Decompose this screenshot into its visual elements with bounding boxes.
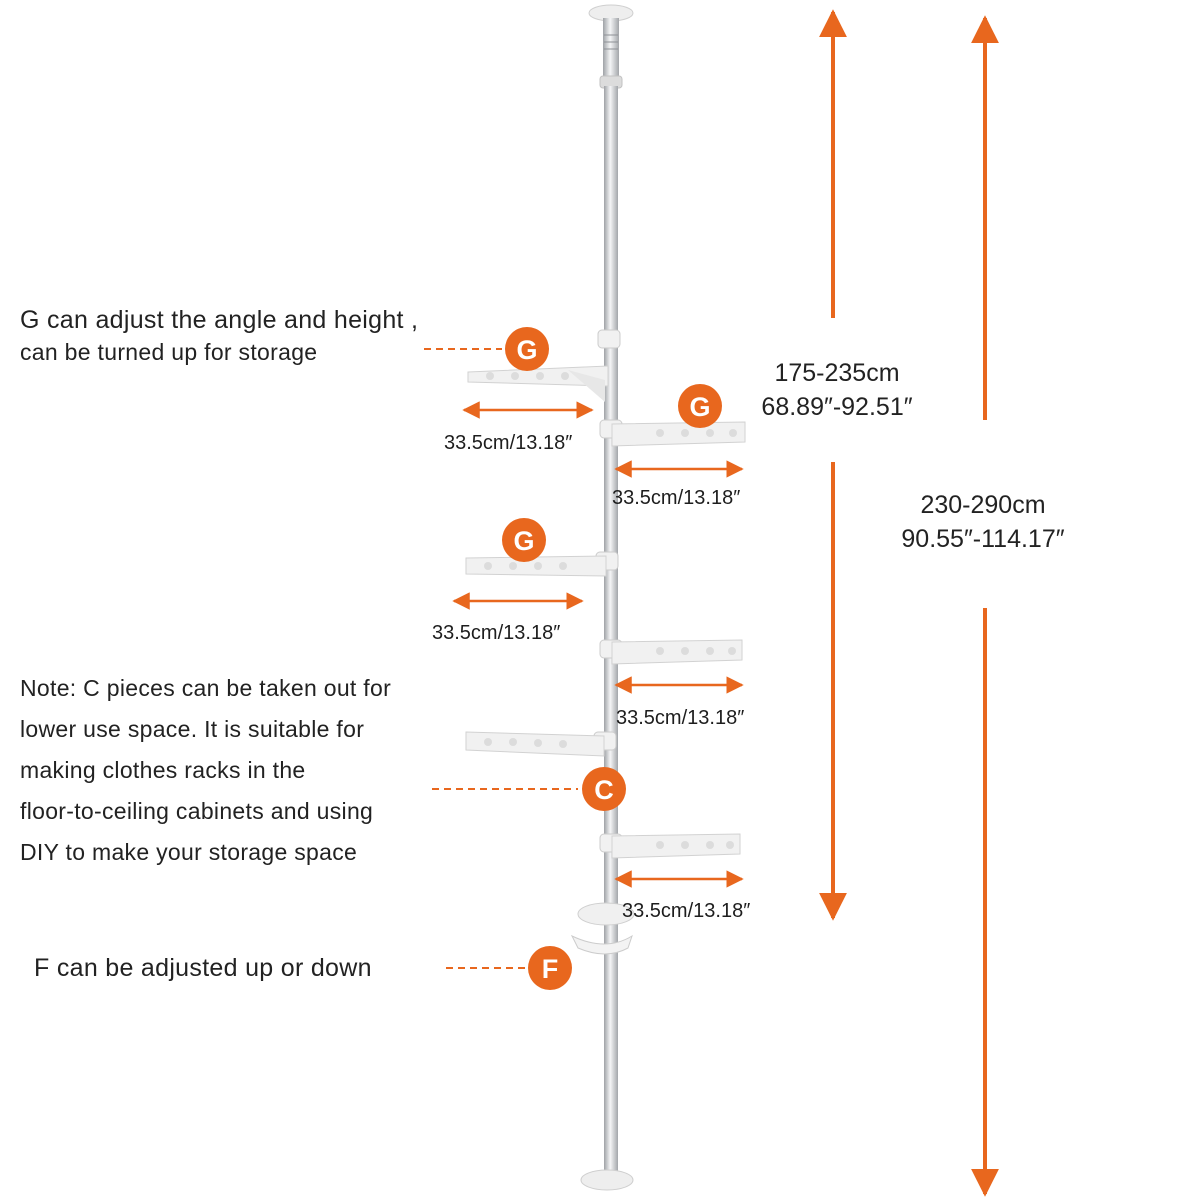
badge-g-1-label: G xyxy=(516,335,537,365)
c-note-line-4: floor-to-ceiling cabinets and using xyxy=(20,798,374,824)
arm-width-1: 33.5cm/13.18″ xyxy=(444,432,573,454)
inner-height-cm: 175-235cm xyxy=(774,359,900,387)
badge-f-label: F xyxy=(542,954,559,984)
arm-width-3: 33.5cm/13.18″ xyxy=(432,622,561,644)
outer-height-cm: 230-290cm xyxy=(920,491,1046,519)
hanger-arm-2 xyxy=(599,419,746,447)
c-note: Note: C pieces can be taken out for lowe… xyxy=(20,668,391,873)
outer-height-label: 230-290cm 90.55″-114.17″ xyxy=(868,488,1098,556)
badge-g-2 xyxy=(678,384,722,428)
outer-height-in: 90.55″-114.17″ xyxy=(901,525,1065,553)
g-note-line-2: can be turned up for storage xyxy=(20,339,318,365)
f-note: F can be adjusted up or down xyxy=(34,954,372,982)
c-note-line-1: Note: C pieces can be taken out for xyxy=(20,675,392,701)
pole-top-section xyxy=(603,18,619,78)
c-note-line-5: DIY to make your storage space xyxy=(20,839,358,865)
badge-c xyxy=(582,767,626,811)
c-note-line-2: lower use space. It is suitable for xyxy=(20,716,365,742)
inner-height-label: 175-235cm 68.89″-92.51″ xyxy=(742,356,932,424)
hanger-arm-1 xyxy=(467,329,621,402)
pole xyxy=(604,86,618,1176)
hanger-arm-5 xyxy=(465,731,617,757)
hanger-arm-3 xyxy=(465,551,619,577)
arm-width-4: 33.5cm/13.18″ xyxy=(616,707,745,729)
c-note-line-3: making clothes racks in the xyxy=(20,757,306,783)
badge-g-3-label: G xyxy=(513,526,534,556)
inner-height-in: 68.89″-92.51″ xyxy=(761,393,913,421)
hanger-arm-6 xyxy=(599,833,741,859)
arm-width-2: 33.5cm/13.18″ xyxy=(612,487,741,509)
g-note: G can adjust the angle and height , can … xyxy=(20,304,418,368)
badge-f xyxy=(528,946,572,990)
bottom-clamp xyxy=(570,902,635,955)
badge-g-2-label: G xyxy=(689,392,710,422)
badge-g-3 xyxy=(502,518,546,562)
badge-g-1 xyxy=(505,327,549,371)
floor-cap xyxy=(580,1169,634,1191)
badge-c-label: C xyxy=(594,775,614,805)
hanger-arm-4 xyxy=(599,639,743,665)
arm-width-5: 33.5cm/13.18″ xyxy=(622,900,751,922)
g-note-line-1: G can adjust the angle and height , xyxy=(20,306,419,334)
